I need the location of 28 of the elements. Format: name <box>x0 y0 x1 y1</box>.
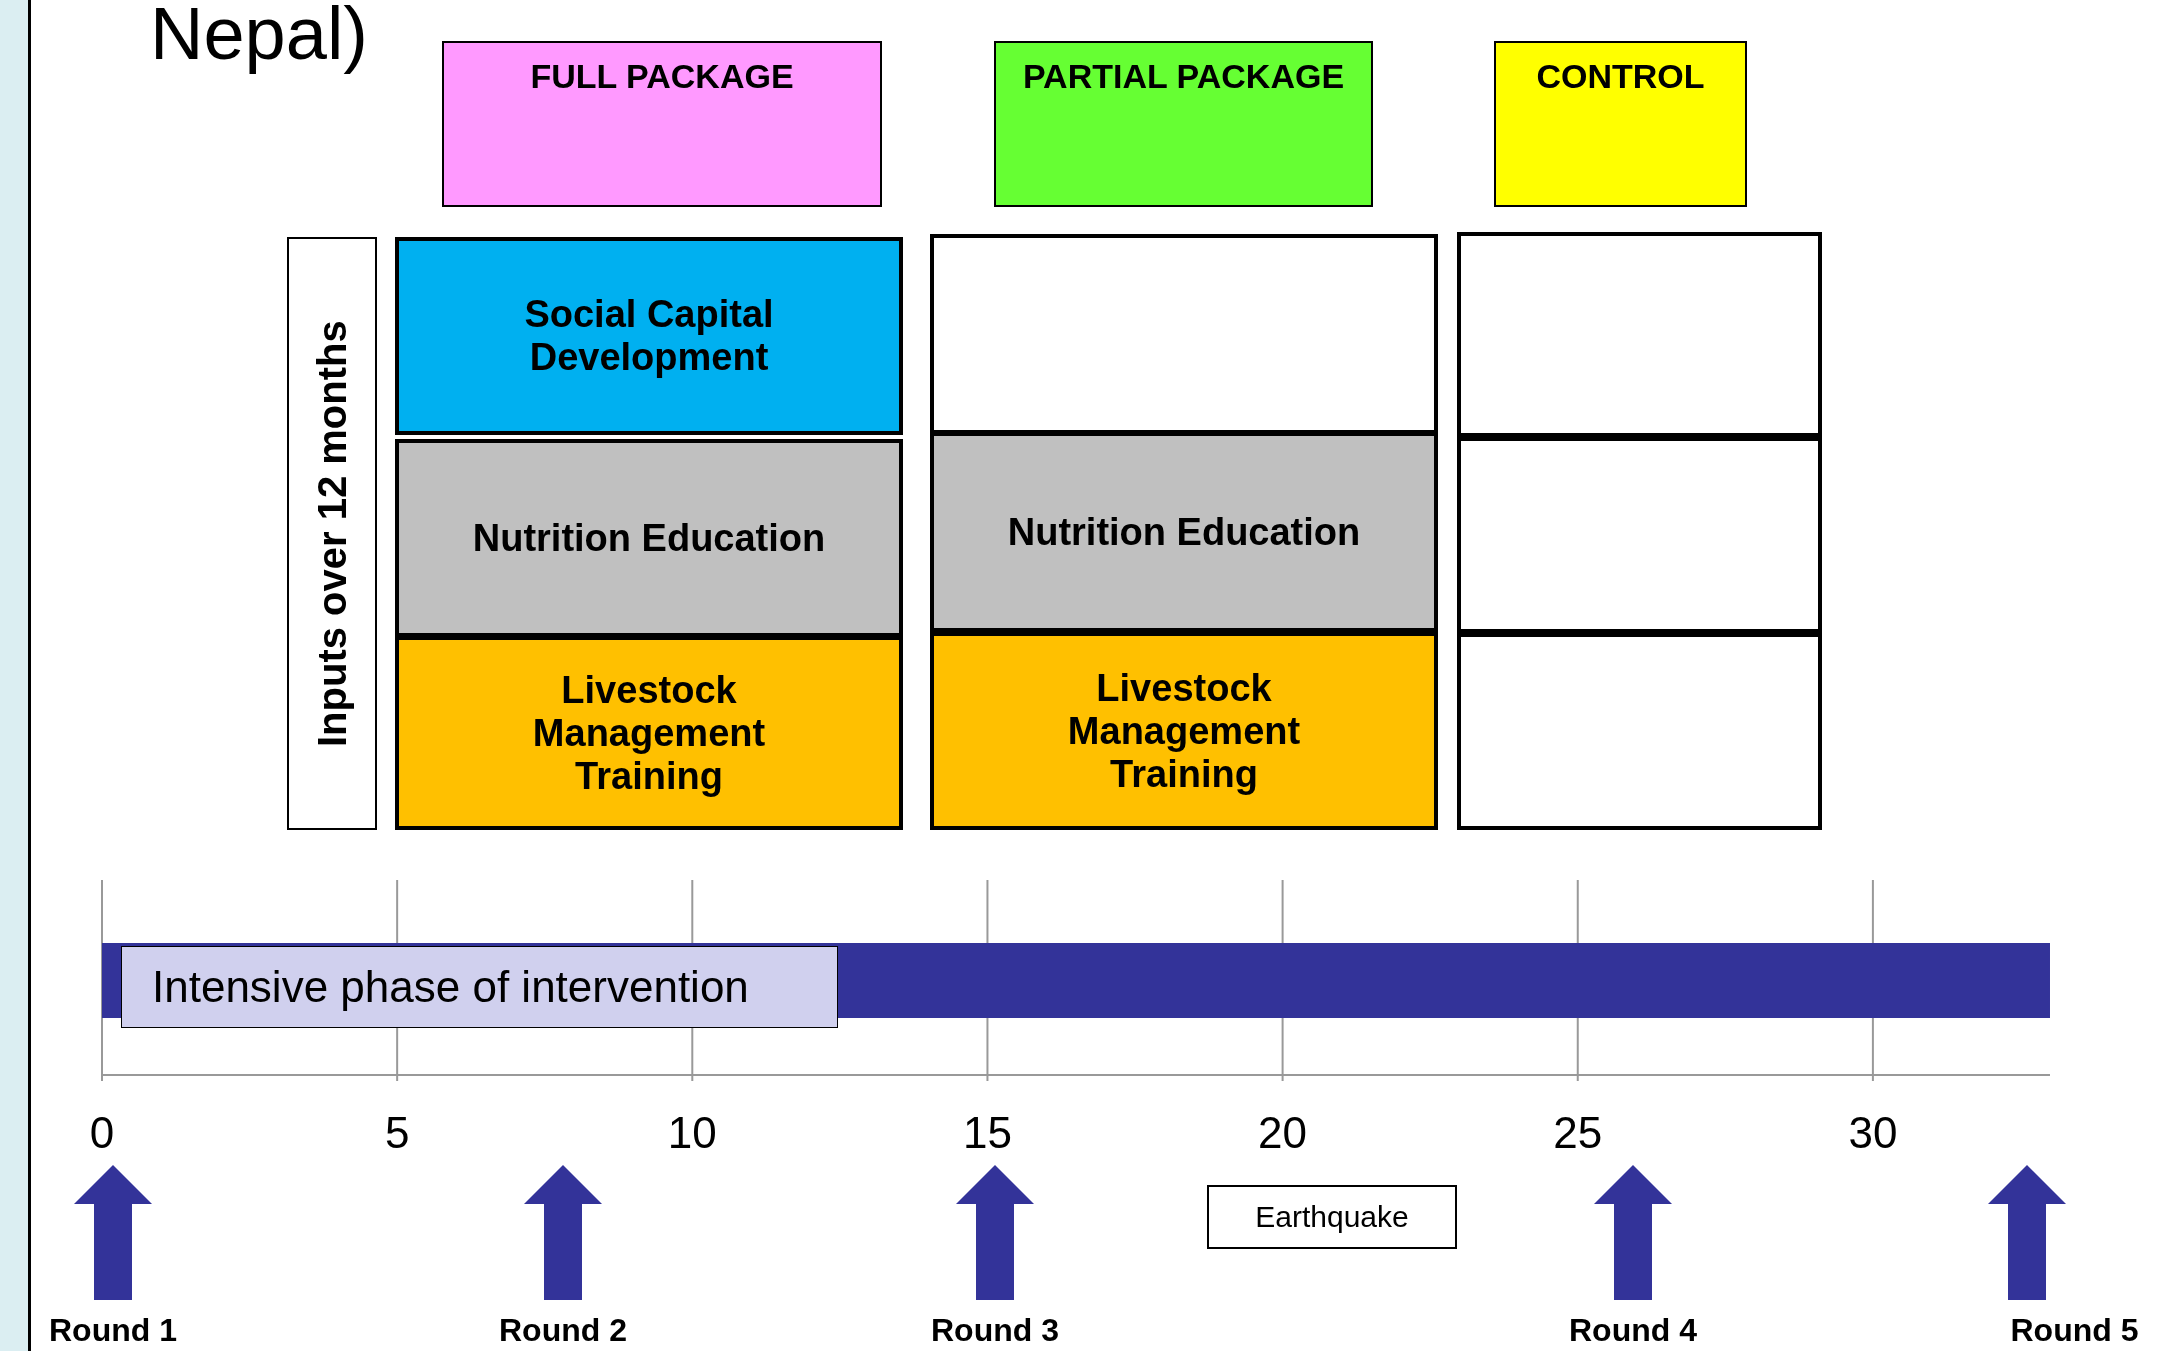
header-box: CONTROL <box>1494 41 1747 207</box>
input-box: Social Capital Development <box>395 237 903 435</box>
axis-label-box: Inputs over 12 months <box>287 237 377 830</box>
round-label: Round 5 <box>2009 1312 2140 1349</box>
input-box: Nutrition Education <box>395 439 903 637</box>
tick-label: 25 <box>1553 1108 1603 1157</box>
tick-label: 5 <box>384 1108 410 1157</box>
side-band <box>0 0 31 1351</box>
tick-label: 10 <box>667 1108 717 1157</box>
phase-label-box: Intensive phase of intervention <box>121 946 838 1028</box>
tick-label: 15 <box>962 1108 1012 1157</box>
input-box: Nutrition Education <box>930 432 1438 632</box>
round-label: Round 1 <box>48 1312 178 1349</box>
tick-label: 30 <box>1848 1108 1898 1157</box>
tick-label: 20 <box>1258 1108 1308 1157</box>
round-label: Round 4 <box>1568 1312 1698 1349</box>
empty-box <box>1457 633 1822 830</box>
title: Nepal) <box>150 0 368 74</box>
empty-box <box>930 234 1438 434</box>
input-box: Livestock Management Training <box>930 632 1438 830</box>
event-label-box: Earthquake <box>1207 1185 1457 1249</box>
header-box: PARTIAL PACKAGE <box>994 41 1373 207</box>
tick-label: 0 <box>89 1108 115 1157</box>
round-label: Round 2 <box>498 1312 628 1349</box>
empty-box <box>1457 232 1822 437</box>
input-box: Livestock Management Training <box>395 636 903 830</box>
header-box: FULL PACKAGE <box>442 41 882 207</box>
round-label: Round 3 <box>930 1312 1060 1349</box>
